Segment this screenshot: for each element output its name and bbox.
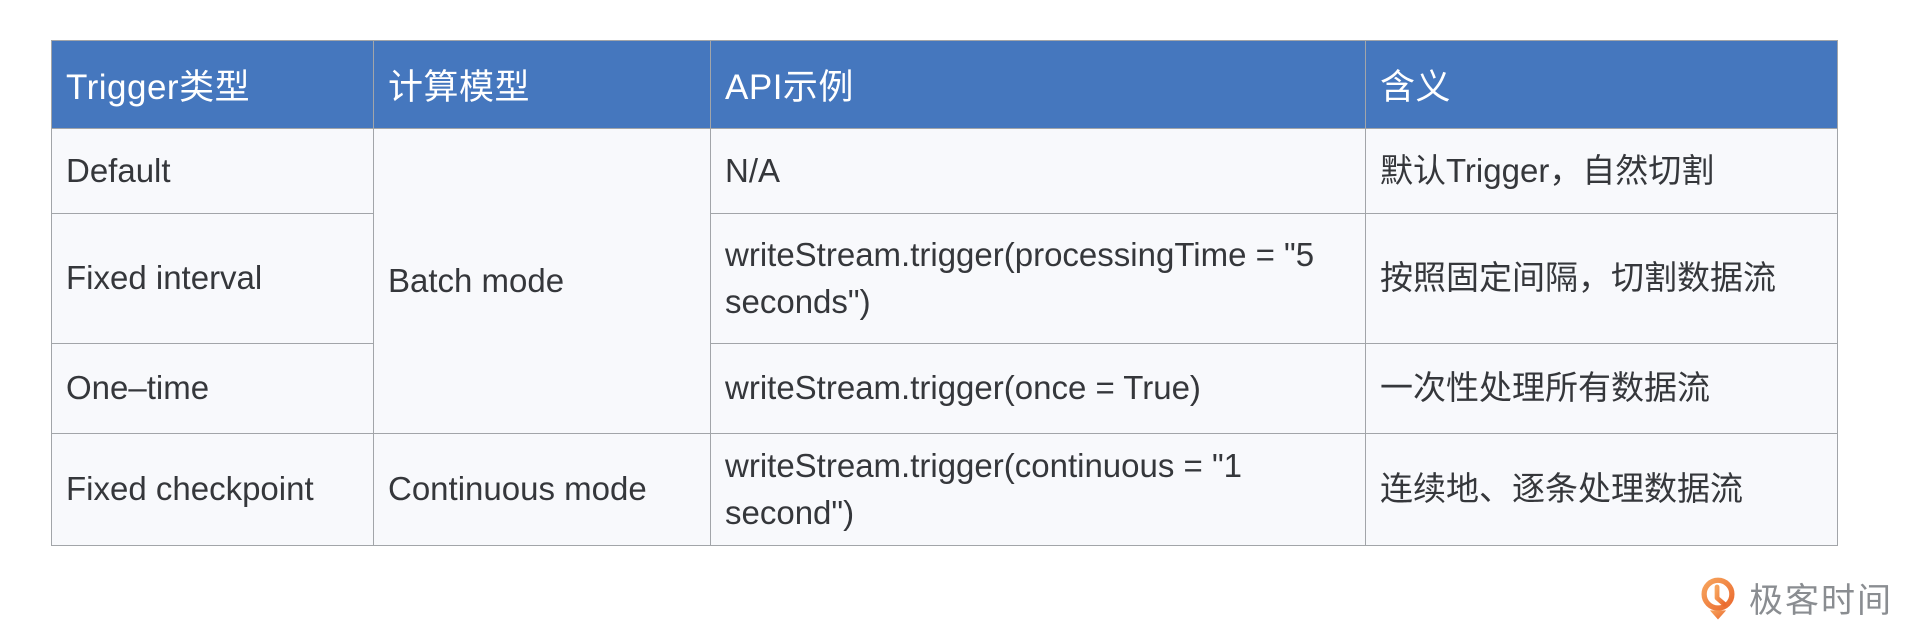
geektime-pin-icon [1701, 577, 1735, 620]
table-row-default: Default Batch mode N/A 默认Trigger，自然切割 [51, 128, 1838, 434]
cell-api-default: N/A [710, 128, 1366, 214]
cell-meaning-fixed-interval: 按照固定间隔，切割数据流 [1365, 213, 1838, 344]
table-row-one-time: One–time writeStream.trigger(once = True… [51, 343, 1838, 434]
cell-trigger-fixed-checkpoint: Fixed checkpoint [51, 433, 374, 546]
cell-api-fixed-checkpoint: writeStream.trigger(continuous = "1 seco… [710, 433, 1366, 546]
header-meaning: 含义 [1365, 40, 1838, 129]
table-header-row: Trigger类型 计算模型 API示例 含义 [51, 40, 1838, 129]
table-row-fixed-interval: Fixed interval writeStream.trigger(proce… [51, 213, 1838, 344]
cell-meaning-one-time: 一次性处理所有数据流 [1365, 343, 1838, 434]
cell-trigger-default: Default [51, 128, 374, 214]
cell-meaning-fixed-checkpoint: 连续地、逐条处理数据流 [1365, 433, 1838, 546]
cell-model-continuous-mode: Continuous mode [373, 433, 711, 546]
cell-model-batch-mode: Batch mode [373, 128, 711, 434]
cell-meaning-default: 默认Trigger，自然切割 [1365, 128, 1838, 214]
header-api-example: API示例 [710, 40, 1366, 129]
header-compute-model: 计算模型 [373, 40, 711, 129]
header-trigger-type: Trigger类型 [51, 40, 374, 129]
geektime-logo-text: 极客时间 [1749, 582, 1893, 620]
cell-api-one-time: writeStream.trigger(once = True) [710, 343, 1366, 434]
table-row-fixed-checkpoint: Fixed checkpoint Continuous mode writeSt… [51, 433, 1838, 546]
geektime-logo: 极客时间 [1696, 573, 1893, 622]
trigger-table: Trigger类型 计算模型 API示例 含义 Default Batch mo… [51, 40, 1838, 546]
cell-api-fixed-interval: writeStream.trigger(processingTime = "5 … [710, 213, 1366, 344]
cell-trigger-fixed-interval: Fixed interval [51, 213, 374, 344]
cell-trigger-one-time: One–time [51, 343, 374, 434]
